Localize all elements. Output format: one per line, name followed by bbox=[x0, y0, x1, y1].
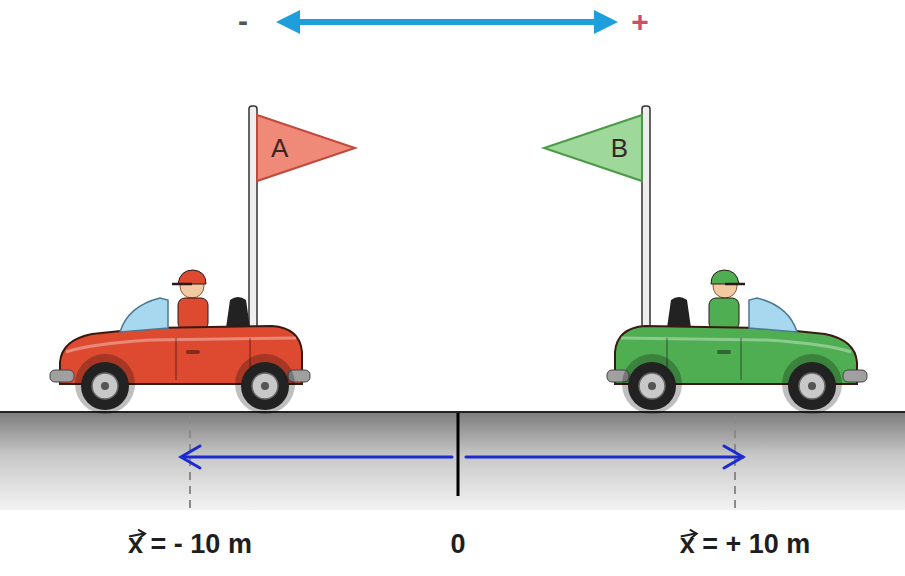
flag-outline bbox=[544, 115, 642, 181]
flag: B bbox=[544, 114, 642, 182]
minus-sign: - bbox=[238, 4, 248, 37]
displacement-arrow bbox=[181, 446, 452, 468]
position-label: x = - 10 m bbox=[128, 530, 252, 560]
flag-outline bbox=[257, 115, 355, 181]
flag: A bbox=[257, 114, 355, 182]
flag-pole bbox=[642, 106, 650, 328]
flag-pole bbox=[249, 106, 257, 328]
road bbox=[0, 412, 905, 510]
position-label: x = + 10 m bbox=[680, 530, 811, 560]
origin-tick bbox=[457, 413, 460, 496]
flag-letter: A bbox=[271, 135, 288, 161]
red-car bbox=[50, 270, 310, 414]
green-car bbox=[607, 270, 867, 414]
direction-arrow bbox=[276, 10, 618, 34]
origin-label: 0 bbox=[450, 530, 465, 560]
displacement-arrow bbox=[466, 446, 743, 468]
flag-letter: B bbox=[611, 135, 628, 161]
plus-sign: + bbox=[631, 5, 649, 38]
road-edge bbox=[0, 411, 905, 413]
